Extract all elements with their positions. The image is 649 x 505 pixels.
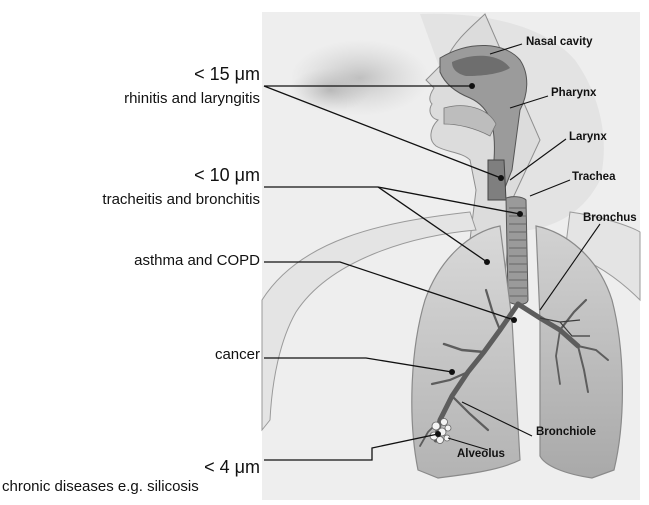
breath-cloud-inner bbox=[290, 68, 370, 112]
trachea-label: Trachea bbox=[572, 171, 615, 183]
larynx-shape bbox=[488, 160, 506, 200]
size-4-label: < 4 μm bbox=[110, 457, 260, 478]
larynx-label: Larynx bbox=[569, 131, 607, 143]
chronic-diseases-label: chronic diseases e.g. silicosis bbox=[2, 478, 199, 495]
alveolus-label: Alveolus bbox=[457, 448, 505, 460]
pharynx-label: Pharynx bbox=[551, 87, 596, 99]
size-10-label: < 10 μm bbox=[110, 165, 260, 186]
size-15-label: < 15 μm bbox=[110, 64, 260, 85]
cancer-label: cancer bbox=[100, 346, 260, 363]
bronchiole-label: Bronchiole bbox=[536, 426, 596, 438]
nasal-cavity-label: Nasal cavity bbox=[526, 36, 593, 48]
asthma-copd-label: asthma and COPD bbox=[40, 252, 260, 269]
rhinitis-laryngitis-label: rhinitis and laryngitis bbox=[40, 90, 260, 107]
bronchus-label: Bronchus bbox=[583, 212, 637, 224]
tracheitis-bronchitis-label: tracheitis and bronchitis bbox=[30, 191, 260, 208]
